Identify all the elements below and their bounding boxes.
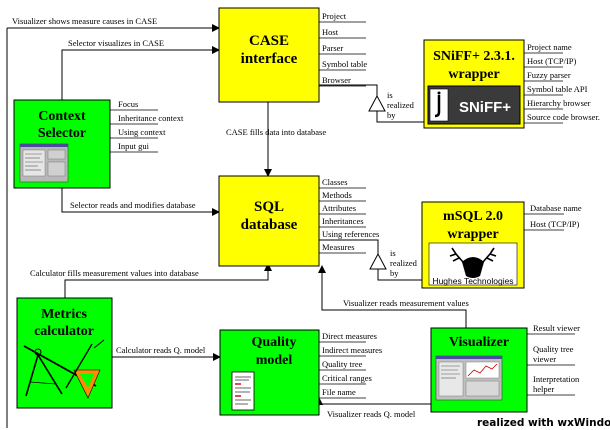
sniff-title-line1: SNiFF+ 2.3.1.	[433, 49, 515, 64]
sniff-attribute: Project name	[527, 42, 572, 52]
sniff-attribute: Symbol table API	[527, 84, 588, 94]
case-interface-box: CASE interface	[218, 7, 320, 103]
sniff-logo-text: SNiFF+	[459, 99, 511, 116]
visualizer-attribute: Interpretation	[533, 374, 580, 384]
visualizer-attribute: Quality tree	[533, 344, 574, 354]
case-attribute: Host	[322, 27, 339, 37]
sql-attribute: Measures	[322, 242, 355, 252]
msql-attribute: Database name	[530, 203, 582, 213]
case-attribute: Symbol table	[322, 59, 367, 69]
compass-ruler-icon	[23, 339, 105, 399]
quality-model-box: Quality model	[219, 329, 320, 416]
connectors	[6, 24, 467, 428]
context-selector-screenshot-icon	[19, 143, 69, 183]
quality-attribute: Quality tree	[322, 359, 363, 369]
realized-label-1-line1: is	[387, 90, 393, 100]
visualizer-screenshot-icon	[435, 355, 503, 401]
sql-attribute: Classes	[322, 177, 348, 187]
metrics-title-line2: calculator	[34, 324, 94, 339]
metrics-calculator-box: Metrics calculator	[16, 297, 113, 409]
visualizer-box: Visualizer	[430, 327, 528, 413]
sql-attribute: Inheritances	[322, 216, 364, 226]
sql-attribute: Attributes	[322, 203, 356, 213]
sniff-title-line2: wrapper	[448, 67, 499, 82]
sniff-wrapper-box: SNiFF+ 2.3.1. wrapper SNiFF+	[423, 39, 525, 129]
visualizer-attribute: Result viewer	[533, 323, 580, 333]
case-attribute: Browser	[322, 75, 351, 85]
case-title-line1: CASE	[249, 33, 289, 49]
context-title-line2: Selector	[38, 126, 86, 141]
msql-title-line1: mSQL 2.0	[443, 209, 503, 224]
quality-attribute: Critical ranges	[322, 373, 372, 383]
context-title-line1: Context	[38, 109, 86, 124]
sniff-attribute: Source code browser.	[527, 112, 600, 122]
context-attribute: Using context	[118, 127, 166, 137]
sniff-attribute: Host (TCP/IP)	[527, 56, 577, 66]
quality-title-line1: Quality	[251, 335, 296, 350]
realized-label-1-line3: by	[387, 110, 396, 120]
quality-attribute: File name	[322, 387, 356, 397]
context-attribute: Inheritance context	[118, 113, 184, 123]
msql-attribute: Host (TCP/IP)	[530, 219, 580, 229]
visualizer-title: Visualizer	[449, 335, 509, 350]
quality-attribute: Indirect measures	[322, 345, 382, 355]
realized-label-1-line2: realized	[387, 100, 415, 110]
sql-attributes: ClassesMethodsAttributesInheritancesUsin…	[319, 177, 379, 254]
sniff-attribute: Hierarchy browser	[527, 98, 591, 108]
quality-attribute: Direct measures	[322, 331, 377, 341]
sniff-attribute: Fuzzy parser	[527, 70, 571, 80]
edge-label-visualizer-quality: Visualizer reads Q. model	[327, 409, 416, 419]
edge-label-visualizer-sql: Visualizer reads measurement values	[343, 298, 469, 308]
context-selector-box: Context Selector	[13, 99, 111, 189]
sniff-logo: SNiFF+	[427, 85, 521, 125]
case-attribute: Project	[322, 11, 347, 21]
realized-label-2-line2: realized	[390, 258, 418, 268]
visualizer-attribute: viewer	[533, 354, 556, 364]
sql-title-line1: SQL	[254, 199, 284, 215]
sql-attribute: Methods	[322, 190, 352, 200]
msql-logo: Hughes Technologies	[428, 242, 518, 286]
msql-title-line2: wrapper	[447, 227, 498, 242]
footer-text: realized with wxWindows	[477, 417, 610, 429]
case-title-line2: interface	[241, 51, 298, 67]
msql-logo-text: Hughes Technologies	[432, 276, 513, 286]
metrics-title-line1: Metrics	[41, 307, 87, 322]
quality-title-line2: model	[256, 353, 293, 368]
case-attribute: Parser	[322, 43, 343, 53]
sql-database-box: SQL database	[218, 175, 320, 267]
edge-label-visualizer-case: Visualizer shows measure causes in CASE	[12, 16, 157, 26]
visualizer-attribute: helper	[533, 384, 554, 394]
edge-label-calculator-sql: Calculator fills measurement values into…	[30, 268, 199, 278]
realized-label-2-line3: by	[390, 268, 399, 278]
realized-label-2-line1: is	[390, 248, 396, 258]
edge-label-calculator-quality: Calculator reads Q. model	[116, 345, 206, 355]
sql-attribute: Using references	[322, 229, 379, 239]
edge-label-selector-sql: Selector reads and modifies database	[70, 200, 196, 210]
sql-title-line2: database	[241, 217, 298, 233]
context-attribute: Focus	[118, 99, 138, 109]
msql-wrapper-box: mSQL 2.0 wrapper Hughes Technologies	[421, 201, 525, 289]
context-attribute: Input gui	[118, 141, 150, 151]
document-icon	[231, 371, 255, 411]
edge-label-case-sql: CASE fills data into database	[226, 127, 326, 137]
edge-label-selector-case: Selector visualizes in CASE	[68, 38, 164, 48]
